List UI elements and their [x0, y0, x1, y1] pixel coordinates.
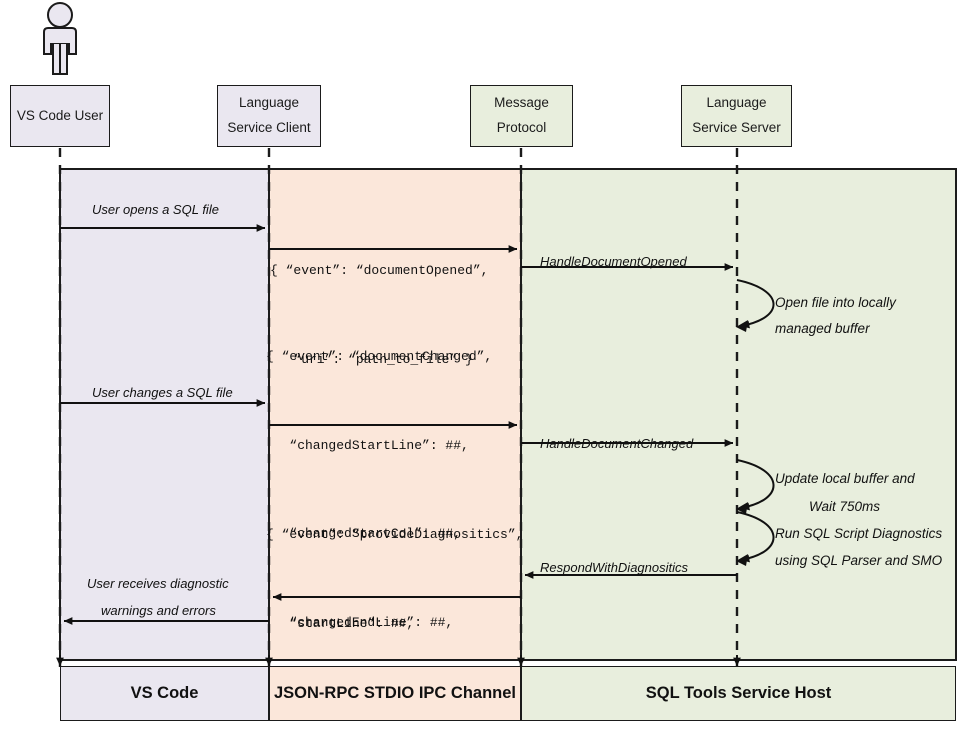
- stick-figure-actor: [43, 2, 77, 75]
- label-user-receives-diagnostics-line2: warnings and errors: [101, 603, 216, 618]
- footer-ipc-channel[interactable]: JSON-RPC STDIO IPC Channel: [269, 666, 521, 721]
- payload-line: “changedStartCol”: ##,: [266, 526, 462, 541]
- note-run-diagnostics-line1: Run SQL Script Diagnostics: [775, 526, 943, 541]
- self-arc-heads: [736, 320, 748, 566]
- label-user-changes-sql-file: User changes a SQL file: [92, 385, 233, 400]
- participant-message-protocol[interactable]: Message Protocol: [470, 85, 573, 147]
- payload-line: “changedStartLine”: ##,: [266, 437, 469, 453]
- participant-vscode-user[interactable]: VS Code User: [10, 85, 110, 147]
- participant-language-service-client[interactable]: Language Service Client: [217, 85, 321, 147]
- band-service-host: [521, 169, 956, 660]
- participant-label-line1: Message: [494, 95, 549, 111]
- arc-update-buffer: [736, 459, 775, 511]
- label-user-receives-diagnostics-line1: User receives diagnostic: [87, 576, 229, 591]
- payload-line: “startLine”: ##,: [266, 615, 415, 631]
- participant-label: VS Code User: [16, 107, 104, 123]
- footer-vs-code[interactable]: VS Code: [60, 666, 269, 721]
- participant-label-line2: Service Server: [692, 120, 781, 135]
- note-run-diagnostics-line2: using SQL Parser and SMO: [775, 553, 943, 568]
- label-respond-with-diagnositics: RespondWithDiagnositics: [540, 560, 689, 575]
- payload-line: { “event”: “provideDiagnositics”,: [266, 527, 524, 542]
- payload-line: “changedEndLine”: ##,: [266, 614, 454, 630]
- label-user-opens-sql-file: User opens a SQL file: [92, 202, 219, 217]
- participant-label-line2: Service Client: [227, 120, 311, 135]
- note-open-file-line2: managed buffer: [775, 321, 870, 336]
- footer-label: SQL Tools Service Host: [645, 684, 832, 702]
- footer-connectors: [56, 655, 741, 667]
- payload-document-opened: { “event”: “documentOpened”, “uri”: “pat…: [270, 197, 488, 433]
- participant-language-service-server[interactable]: Language Service Server: [681, 85, 792, 147]
- self-call-arcs: [736, 279, 775, 563]
- participant-label-line1: Language: [706, 95, 767, 111]
- payload-line: { “event”: “documentChanged”,: [266, 349, 493, 364]
- note-open-file-line1: Open file into locally: [775, 295, 896, 310]
- footer-label: VS Code: [130, 684, 199, 702]
- arc-open-file: [736, 279, 775, 329]
- band-ipc: [269, 169, 521, 660]
- note-update-buffer-line2: Wait 750ms: [809, 499, 881, 514]
- footer-sql-tools-service-host[interactable]: SQL Tools Service Host: [521, 666, 956, 721]
- payload-line: { “event”: “documentOpened”,: [270, 263, 489, 278]
- participant-label-line2: Protocol: [496, 120, 547, 135]
- band-outlines: [59, 168, 957, 661]
- label-handle-document-opened: HandleDocumentOpened: [540, 254, 687, 269]
- note-update-buffer-line1: Update local buffer and: [775, 471, 915, 486]
- payload-line: “uri”: “path_to_file” }: [270, 351, 473, 367]
- arc-run-diagnostics: [736, 511, 775, 563]
- label-handle-document-changed: HandleDocumentChanged: [540, 436, 694, 451]
- band-vscode: [60, 169, 269, 660]
- participant-label-line1: Language: [238, 95, 300, 111]
- footer-label: JSON-RPC STDIO IPC Channel: [273, 684, 517, 702]
- message-arrows: [60, 224, 737, 625]
